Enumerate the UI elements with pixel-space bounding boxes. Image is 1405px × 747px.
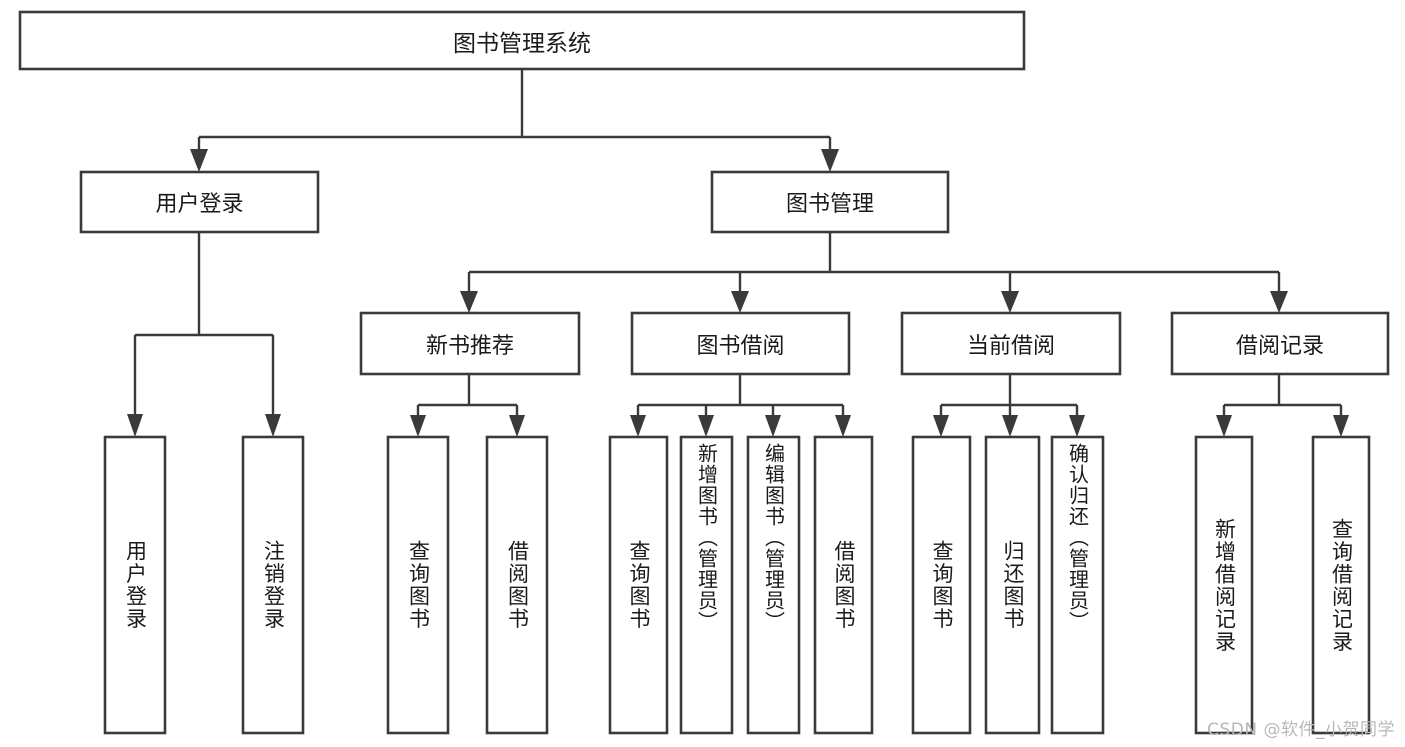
arrow-head-icon <box>410 415 426 437</box>
node-box-leaf-query-book-1[interactable] <box>386 435 450 735</box>
node-box-leaf-user-login[interactable] <box>103 435 167 735</box>
node-box-book-management[interactable] <box>710 170 950 234</box>
arrow-head-icon <box>1216 415 1232 437</box>
node-box-leaf-query-book-3[interactable] <box>911 435 972 735</box>
node-box-leaf-query-borrow-record[interactable] <box>1311 435 1371 735</box>
connector-group-newbook <box>410 374 525 437</box>
arrow-head-icon <box>731 291 749 313</box>
connector-group-current <box>933 374 1085 437</box>
arrow-head-icon <box>933 415 949 437</box>
node-box-leaf-return-book[interactable] <box>984 435 1041 735</box>
node-box-root[interactable] <box>18 10 1026 71</box>
arrow-head-icon <box>265 414 281 437</box>
connector-group-root <box>190 69 839 172</box>
arrow-head-icon <box>835 415 851 437</box>
node-box-book-borrow[interactable] <box>630 311 851 376</box>
node-box-user-login[interactable] <box>79 170 320 234</box>
arrow-head-icon <box>1002 415 1018 437</box>
node-box-new-book-recommend[interactable] <box>359 311 581 376</box>
node-box-leaf-add-borrow-record[interactable] <box>1194 435 1254 735</box>
arrow-head-icon <box>1069 415 1085 437</box>
arrow-head-icon <box>698 415 714 437</box>
connector-group-records <box>1216 374 1349 437</box>
arrow-head-icon <box>1270 291 1288 313</box>
arrow-head-icon <box>1001 291 1019 313</box>
node-box-leaf-logout[interactable] <box>241 435 305 735</box>
node-box-leaf-confirm-return-admin[interactable] <box>1050 435 1105 735</box>
connector-group-borrow <box>630 374 851 437</box>
connector-group-bookmgmt <box>460 232 1288 313</box>
arrow-head-icon <box>821 149 839 172</box>
node-box-leaf-add-book-admin[interactable] <box>679 435 734 735</box>
arrow-head-icon <box>630 415 646 437</box>
node-box-leaf-query-book-2[interactable] <box>608 435 669 735</box>
node-box-leaf-edit-book-admin[interactable] <box>746 435 801 735</box>
node-box-leaf-borrow-book-1[interactable] <box>485 435 549 735</box>
node-box-current-borrow[interactable] <box>900 311 1122 376</box>
arrow-head-icon <box>765 415 781 437</box>
arrow-head-icon <box>127 414 143 437</box>
arrow-head-icon <box>1333 415 1349 437</box>
node-box-borrow-records[interactable] <box>1170 311 1390 376</box>
connector-group-userlogin <box>127 232 281 437</box>
arrow-head-icon <box>509 415 525 437</box>
arrow-head-icon <box>460 291 478 313</box>
node-box-leaf-borrow-book-2[interactable] <box>813 435 874 735</box>
arrow-head-icon <box>190 149 208 172</box>
